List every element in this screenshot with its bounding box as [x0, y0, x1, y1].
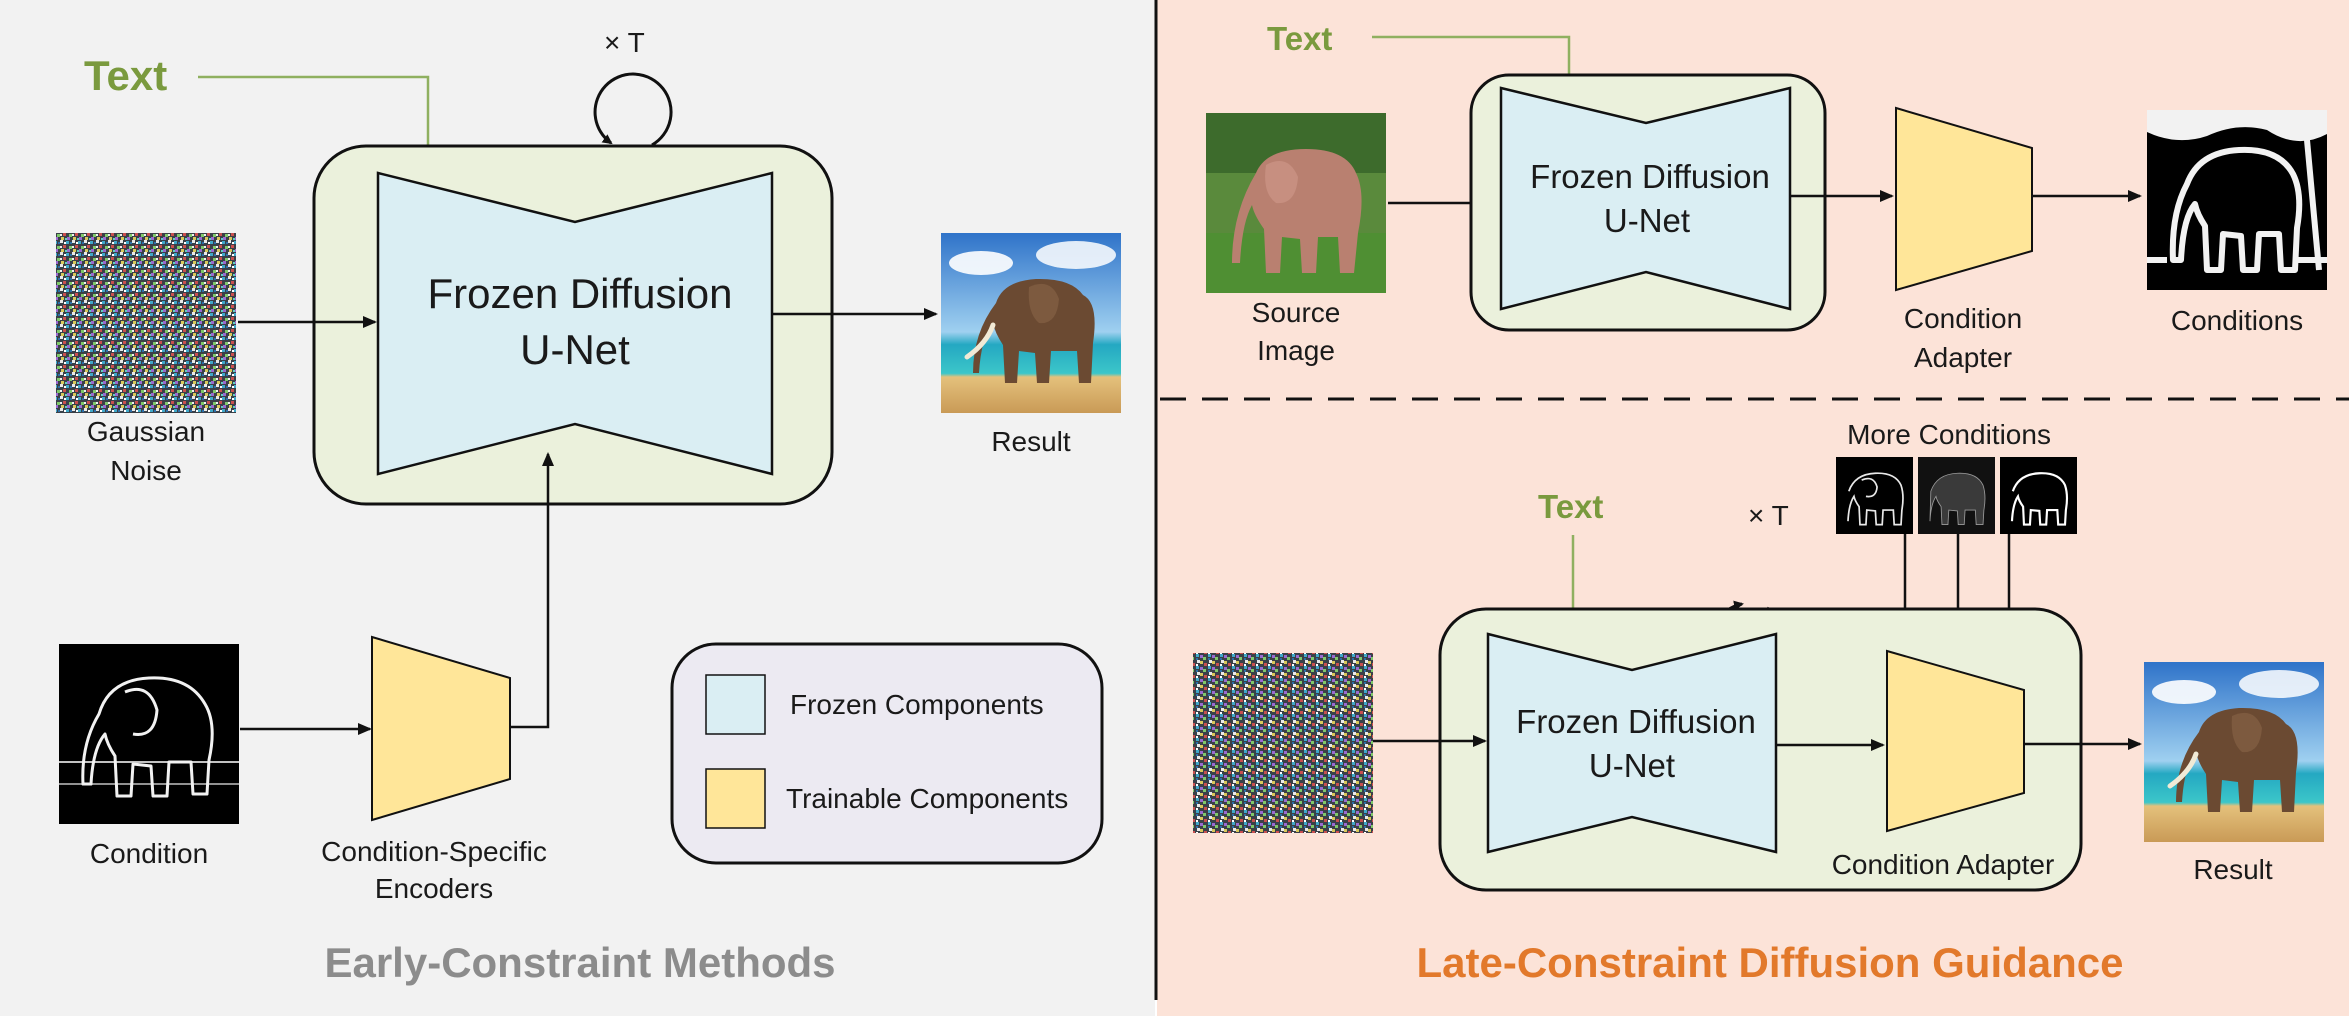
bottom-unet-line2: U-Net — [1589, 747, 1675, 784]
legend-frozen-label: Frozen Components — [790, 689, 1044, 720]
source-label-line1: Source — [1252, 297, 1341, 328]
gaussian-noise-image — [56, 233, 236, 413]
conditions-label: Conditions — [2171, 305, 2303, 336]
top-text-label: Text — [1267, 20, 1332, 57]
noise-label-line1: Gaussian — [87, 416, 205, 447]
more-condition-image-1 — [1836, 457, 1913, 534]
bottom-result-label: Result — [2193, 854, 2273, 885]
more-condition-image-2 — [1918, 457, 1995, 534]
bottom-adapter-label: Condition Adapter — [1832, 849, 2055, 880]
left-text-label: Text — [84, 52, 167, 99]
left-unet-line1: Frozen Diffusion — [427, 270, 732, 317]
encoder-to-unet-arrow — [510, 452, 554, 729]
left-loop-label: × T — [604, 27, 645, 58]
legend-trainable-label: Trainable Components — [786, 783, 1068, 814]
top-condition-adapter — [1895, 106, 2033, 292]
encoder-label-line2: Encoders — [375, 873, 493, 904]
top-unet-line1: Frozen Diffusion — [1530, 158, 1770, 195]
bottom-frozen-unet — [1486, 632, 1778, 854]
top-unet-line2: U-Net — [1604, 202, 1690, 239]
left-panel-title: Early-Constraint Methods — [324, 939, 835, 986]
left-result-image — [941, 233, 1121, 413]
left-unet-line2: U-Net — [520, 326, 630, 373]
condition-label: Condition — [90, 838, 208, 869]
more-condition-image-3 — [2000, 457, 2077, 534]
condition-image — [59, 644, 239, 824]
top-adapter-line1: Condition — [1904, 303, 2022, 334]
bottom-text-label: Text — [1538, 488, 1603, 525]
bottom-unet-line1: Frozen Diffusion — [1516, 703, 1756, 740]
legend-frozen-swatch — [705, 674, 766, 735]
encoder-label-line1: Condition-Specific — [321, 836, 547, 867]
condition-specific-encoder — [371, 635, 511, 822]
source-image — [1206, 113, 1386, 293]
bottom-loop-label: × T — [1748, 500, 1789, 531]
bottom-result-image — [2144, 662, 2324, 842]
conditions-output-image — [2147, 110, 2327, 290]
top-frozen-unet — [1499, 86, 1792, 311]
noise-label-line2: Noise — [110, 455, 182, 486]
right-panel-title: Late-Constraint Diffusion Guidance — [1416, 939, 2123, 986]
left-frozen-unet — [376, 171, 774, 476]
left-result-label: Result — [991, 426, 1071, 457]
more-conditions-label: More Conditions — [1847, 419, 2051, 450]
bottom-gaussian-noise-image — [1193, 653, 1373, 833]
legend-box — [670, 642, 1104, 865]
top-adapter-line2: Adapter — [1914, 342, 2012, 373]
bottom-condition-adapter — [1886, 649, 2025, 833]
legend-trainable-swatch — [705, 768, 766, 829]
left-loop-icon — [593, 72, 673, 147]
source-label-line2: Image — [1257, 335, 1335, 366]
